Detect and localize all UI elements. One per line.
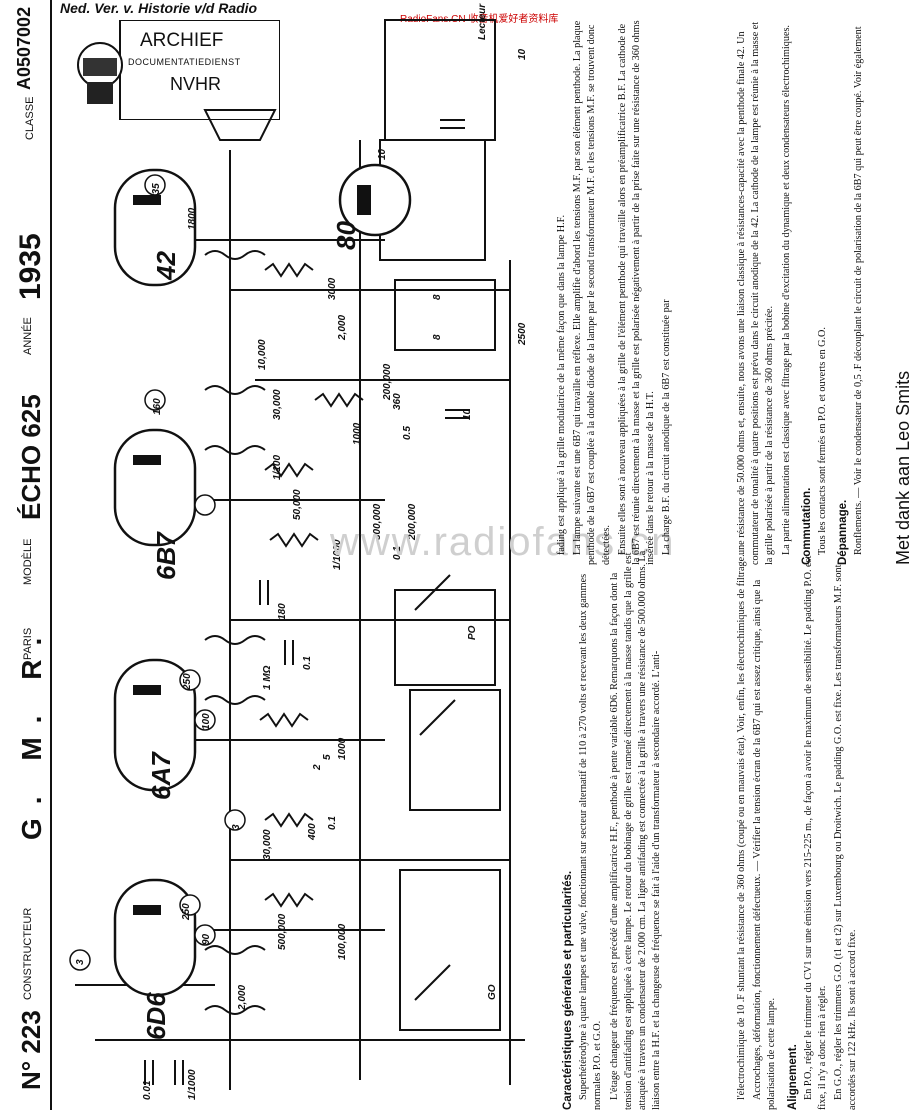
value-label: 1000: [352, 422, 363, 445]
value-label: 0.01: [142, 1080, 153, 1100]
classe-value: A0507002: [14, 6, 34, 90]
value-label: 500,000: [277, 913, 288, 950]
value-label: 10: [517, 48, 528, 60]
value-label: 8: [432, 294, 443, 300]
text-column-4: une résistance de 50.000 ohms et, ensuit…: [735, 20, 869, 565]
value-label: 235: [151, 183, 162, 201]
tube-label-4: 42: [151, 251, 181, 281]
modele-value: ÉCHO 625: [16, 394, 46, 520]
value-label: 360: [392, 393, 403, 410]
city: PARIS: [22, 627, 34, 660]
logo-line2: DOCUMENTATIEDIENST: [128, 57, 241, 67]
tube-label-2: 6A7: [146, 751, 176, 800]
tube-label-3: 6B7: [151, 531, 181, 580]
value-label: 250: [181, 903, 192, 921]
value-label: 10: [377, 148, 388, 160]
value-label: 10: [462, 408, 473, 420]
value-label: 2: [312, 764, 323, 771]
header-strip: N° 223 CONSTRUCTEUR G. M. R. PARIS MODÈL…: [10, 0, 52, 1110]
paragraph: La lampe suivante est une 6B7 qui travai…: [572, 20, 612, 565]
paragraph: En P.O., régler le trimmer du CV1 sur un…: [802, 555, 829, 1110]
paragraph: En G.O., régler les trimmers G.O. (t1 et…: [833, 564, 859, 1110]
value-label: 300,000: [372, 503, 383, 540]
value-label: 160: [152, 398, 163, 415]
value-label: 200,000: [407, 503, 418, 541]
value-label: 200,000: [382, 363, 393, 401]
paragraph: La partie alimentation est classique ave…: [780, 25, 792, 555]
value-label: 2500: [517, 322, 528, 346]
modele-label: MODÈLE: [22, 538, 34, 585]
paragraph: Accrochages, déformation, fonctionnement…: [752, 579, 778, 1110]
header-number: N° 223: [16, 1010, 46, 1090]
value-label: 0.5: [402, 426, 413, 440]
value-label: 0.1: [302, 656, 313, 670]
value-label: 180: [277, 603, 288, 620]
value-label: 400: [307, 823, 318, 841]
annee-label: ANNÉE: [22, 317, 34, 355]
value-label: 0.1: [327, 816, 338, 830]
value-label: PO: [467, 625, 478, 640]
value-label: 3000: [327, 277, 338, 300]
value-label: 1/1000: [332, 539, 343, 570]
circuit-schematic: 6D6 6A7 6B7 42 80 250 90 3 1/1000 0.01 2…: [69, 3, 528, 1100]
paragraph: Ensuite elles sont à nouveau appliquées …: [616, 20, 657, 565]
annee-value: 1935: [14, 233, 47, 300]
value-label: 2,000: [237, 985, 248, 1011]
paragraph: Superhétérodyne à quatre lampes et une v…: [578, 573, 604, 1110]
value-label: 100: [201, 713, 212, 730]
constructeur-label: CONSTRUCTEUR: [22, 907, 34, 1000]
value-label: Lecteur: [477, 3, 488, 40]
paragraph: La charge B.F. du circuit anodique de la…: [661, 299, 673, 555]
value-label: 50,000: [292, 489, 303, 520]
paragraph: Tous les contacts sont fermés en P.O. et…: [817, 327, 829, 555]
value-label: 0.1: [392, 546, 403, 560]
value-label: 1/1000: [187, 1069, 198, 1100]
value-label: 250: [182, 673, 193, 691]
value-label: 1/100: [272, 455, 283, 480]
value-label: 1800: [187, 207, 198, 230]
value-label: 3: [75, 959, 86, 965]
logo-line1: ARCHIEF: [140, 30, 224, 51]
classe-label: CLASSE: [24, 96, 36, 140]
text-column-1: Caractéristiques générales et particular…: [555, 550, 666, 1110]
value-label: 1 MΩ: [262, 665, 273, 690]
value-label: 100,000: [337, 923, 348, 960]
text-column-3: l'électrochimique de 10 .F shuntant la r…: [735, 550, 863, 1110]
paragraph: fading est appliqué à la grille modulatr…: [556, 214, 567, 555]
section-heading: Caractéristiques générales et particular…: [562, 870, 574, 1110]
value-label: 10,000: [257, 339, 268, 370]
watermark: www.radiofans.cn: [330, 520, 676, 564]
logo-line3: NVHR: [170, 74, 222, 94]
value-label: 1000: [337, 737, 348, 760]
section-heading: Alignement.: [786, 1044, 799, 1110]
value-label: 90: [201, 933, 212, 945]
value-label: 30,000: [262, 829, 273, 860]
credit: Met dank aan Leo Smits: [893, 370, 913, 565]
paragraph: une résistance de 50.000 ohms et, ensuit…: [736, 21, 776, 565]
value-label: 8: [432, 334, 443, 340]
value-label: 3: [231, 824, 242, 830]
value-label: GO: [487, 984, 498, 1000]
value-label: 5: [322, 754, 333, 760]
section-heading: Commutation.: [800, 487, 813, 565]
value-label: 2,000: [337, 315, 348, 341]
archive-logo: [77, 20, 280, 120]
paragraph: l'électrochimique de 10 .F shuntant la r…: [736, 554, 747, 1100]
tube-label-1: 6D6: [141, 992, 171, 1040]
paragraph: L'étage changeur de fréquence est précéd…: [608, 550, 663, 1110]
paragraph: Ronflements. — Voir le condensateur de 0…: [853, 26, 865, 555]
top-note: Ned. Ver. v. Historie v/d Radio: [60, 0, 258, 16]
tube-label-5: 80: [331, 221, 361, 250]
value-label: 30,000: [272, 389, 283, 420]
text-column-2: fading est appliqué à la grille modulatr…: [555, 20, 677, 565]
section-heading: Dépannage.: [837, 499, 850, 565]
